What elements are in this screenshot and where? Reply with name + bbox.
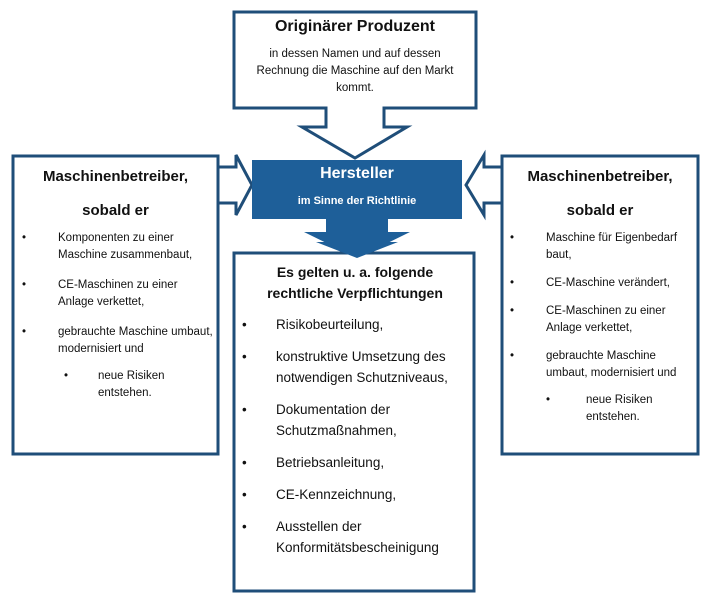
hersteller-callout [252,160,462,258]
right-box-border [500,154,700,456]
list-item: • CE-Maschine verändert, [510,277,670,289]
left-box-border [11,154,220,456]
list-item: • Dokumentation der Schutzmaßnahmen, [242,402,397,438]
left-box-title-1: Maschinenbetreiber, [42,168,189,185]
list-item: • Betriebsanleitung, [242,455,385,470]
top-box-title: Originärer Produzent [274,18,436,35]
sub-list-item: • neue Risiken entstehen. [64,370,165,399]
hersteller-arrow-tip [316,242,398,258]
right-box: Maschinenbetreiber, sobald er • Maschine… [506,166,694,426]
top-callout-arrow [232,10,478,160]
right-box-list: • Maschine für Eigenbedarf baut, • CE-Ma… [506,230,694,426]
right-box-title-2: sobald er [566,202,634,219]
list-item: • Maschine für Eigenbedarf baut, [510,232,678,261]
list-item: • Ausstellen der Konformitätsbescheinigu… [242,519,439,555]
right-arrow [464,149,504,221]
list-item: • gebrauchte Maschine umbaut, modernisie… [22,326,213,355]
list-item: • Risikobeurteilung, [242,317,384,332]
left-box-title-2: sobald er [82,202,149,219]
list-item: • CE-Maschinen zu einer Anlage verkettet… [22,279,178,308]
sub-list-item: • neue Risiken entstehen. [546,394,653,423]
list-item: • CE-Kennzeichnung, [242,487,397,502]
left-arrow [216,154,254,216]
list-item: • Komponenten zu einer Maschine zusammen… [22,232,193,261]
left-box-list: • Komponenten zu einer Maschine zusammen… [18,230,213,402]
left-box: Maschinenbetreiber, sobald er • Komponen… [18,166,213,402]
bottom-box-border [232,251,476,593]
hersteller-box: Hersteller im Sinne der Richtlinie [252,164,462,209]
right-box-title-1: Maschinenbetreiber, [527,168,673,185]
top-box-text: in dessen Namen und auf dessen Rechnung … [256,48,454,94]
bottom-box-list: • Risikobeurteilung, • konstruktive Umse… [240,314,470,558]
bottom-box: Es gelten u. a. folgende rechtliche Verp… [240,262,470,558]
hersteller-subtitle: im Sinne der Richtlinie [297,195,417,207]
list-item: • CE-Maschinen zu einer Anlage verkettet… [510,305,666,334]
list-item: • konstruktive Umsetzung des notwendigen… [242,349,448,385]
top-box: Originärer Produzent in dessen Namen und… [240,16,470,97]
bottom-box-title: Es gelten u. a. folgende rechtliche Verp… [267,264,443,301]
list-item: • gebrauchte Maschine umbaut, modernisie… [510,350,677,379]
hersteller-title: Hersteller [320,165,394,182]
